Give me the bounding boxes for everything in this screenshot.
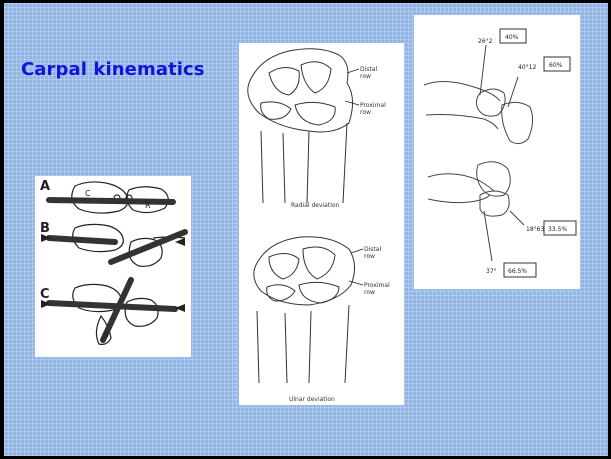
label-c: C [40,287,50,302]
bottom-distal-row-label: row [364,253,375,260]
bottom-proximal-row-label: row [364,289,375,296]
bottom-angle-2: 37° [486,268,497,275]
top-distal-label: Distal [360,66,377,73]
label-a: A [40,179,50,194]
top-pct-2: 60% [549,62,563,69]
label-b: B [40,221,50,236]
top-angle-2: 40°12 [518,64,536,71]
angle-diagram-panel: 26°2 40% 40°12 60% 18°63 33.5% 37° 66.5% [414,15,580,289]
bottom-distal-label: Distal [364,246,381,253]
slide-title: Carpal kinematics [21,59,205,80]
top-proximal-row-label: row [360,109,371,116]
schematic-abc-illustration: A B C C R S [35,176,191,357]
bone-letter-capitate: C [85,189,91,198]
schematic-abc-panel: A B C C R S [35,176,191,357]
wrist-deviation-panel: Distal row Proximal row Radial deviation… [239,43,404,405]
radial-deviation-caption: Radial deviation [291,202,340,209]
bone-letter-radius: R [145,201,151,210]
top-distal-row-label: row [360,73,371,80]
top-proximal-label: Proximal [360,102,386,109]
bottom-proximal-label: Proximal [364,282,390,289]
top-pct-1: 40% [505,34,519,41]
wrist-deviation-illustration: Distal row Proximal row Radial deviation… [239,43,404,405]
bottom-pct-2: 66.5% [508,268,527,275]
ulnar-deviation-caption: Ulnar deviation [289,396,335,403]
angle-diagram-illustration: 26°2 40% 40°12 60% 18°63 33.5% 37° 66.5% [414,15,580,289]
bottom-angle-1: 18°63 [526,226,544,233]
top-angle-1: 26°2 [478,38,493,45]
bone-letter-scaphoid: S [103,331,108,340]
slide: Carpal kinematics [4,3,608,456]
bottom-pct-1: 33.5% [548,226,567,233]
